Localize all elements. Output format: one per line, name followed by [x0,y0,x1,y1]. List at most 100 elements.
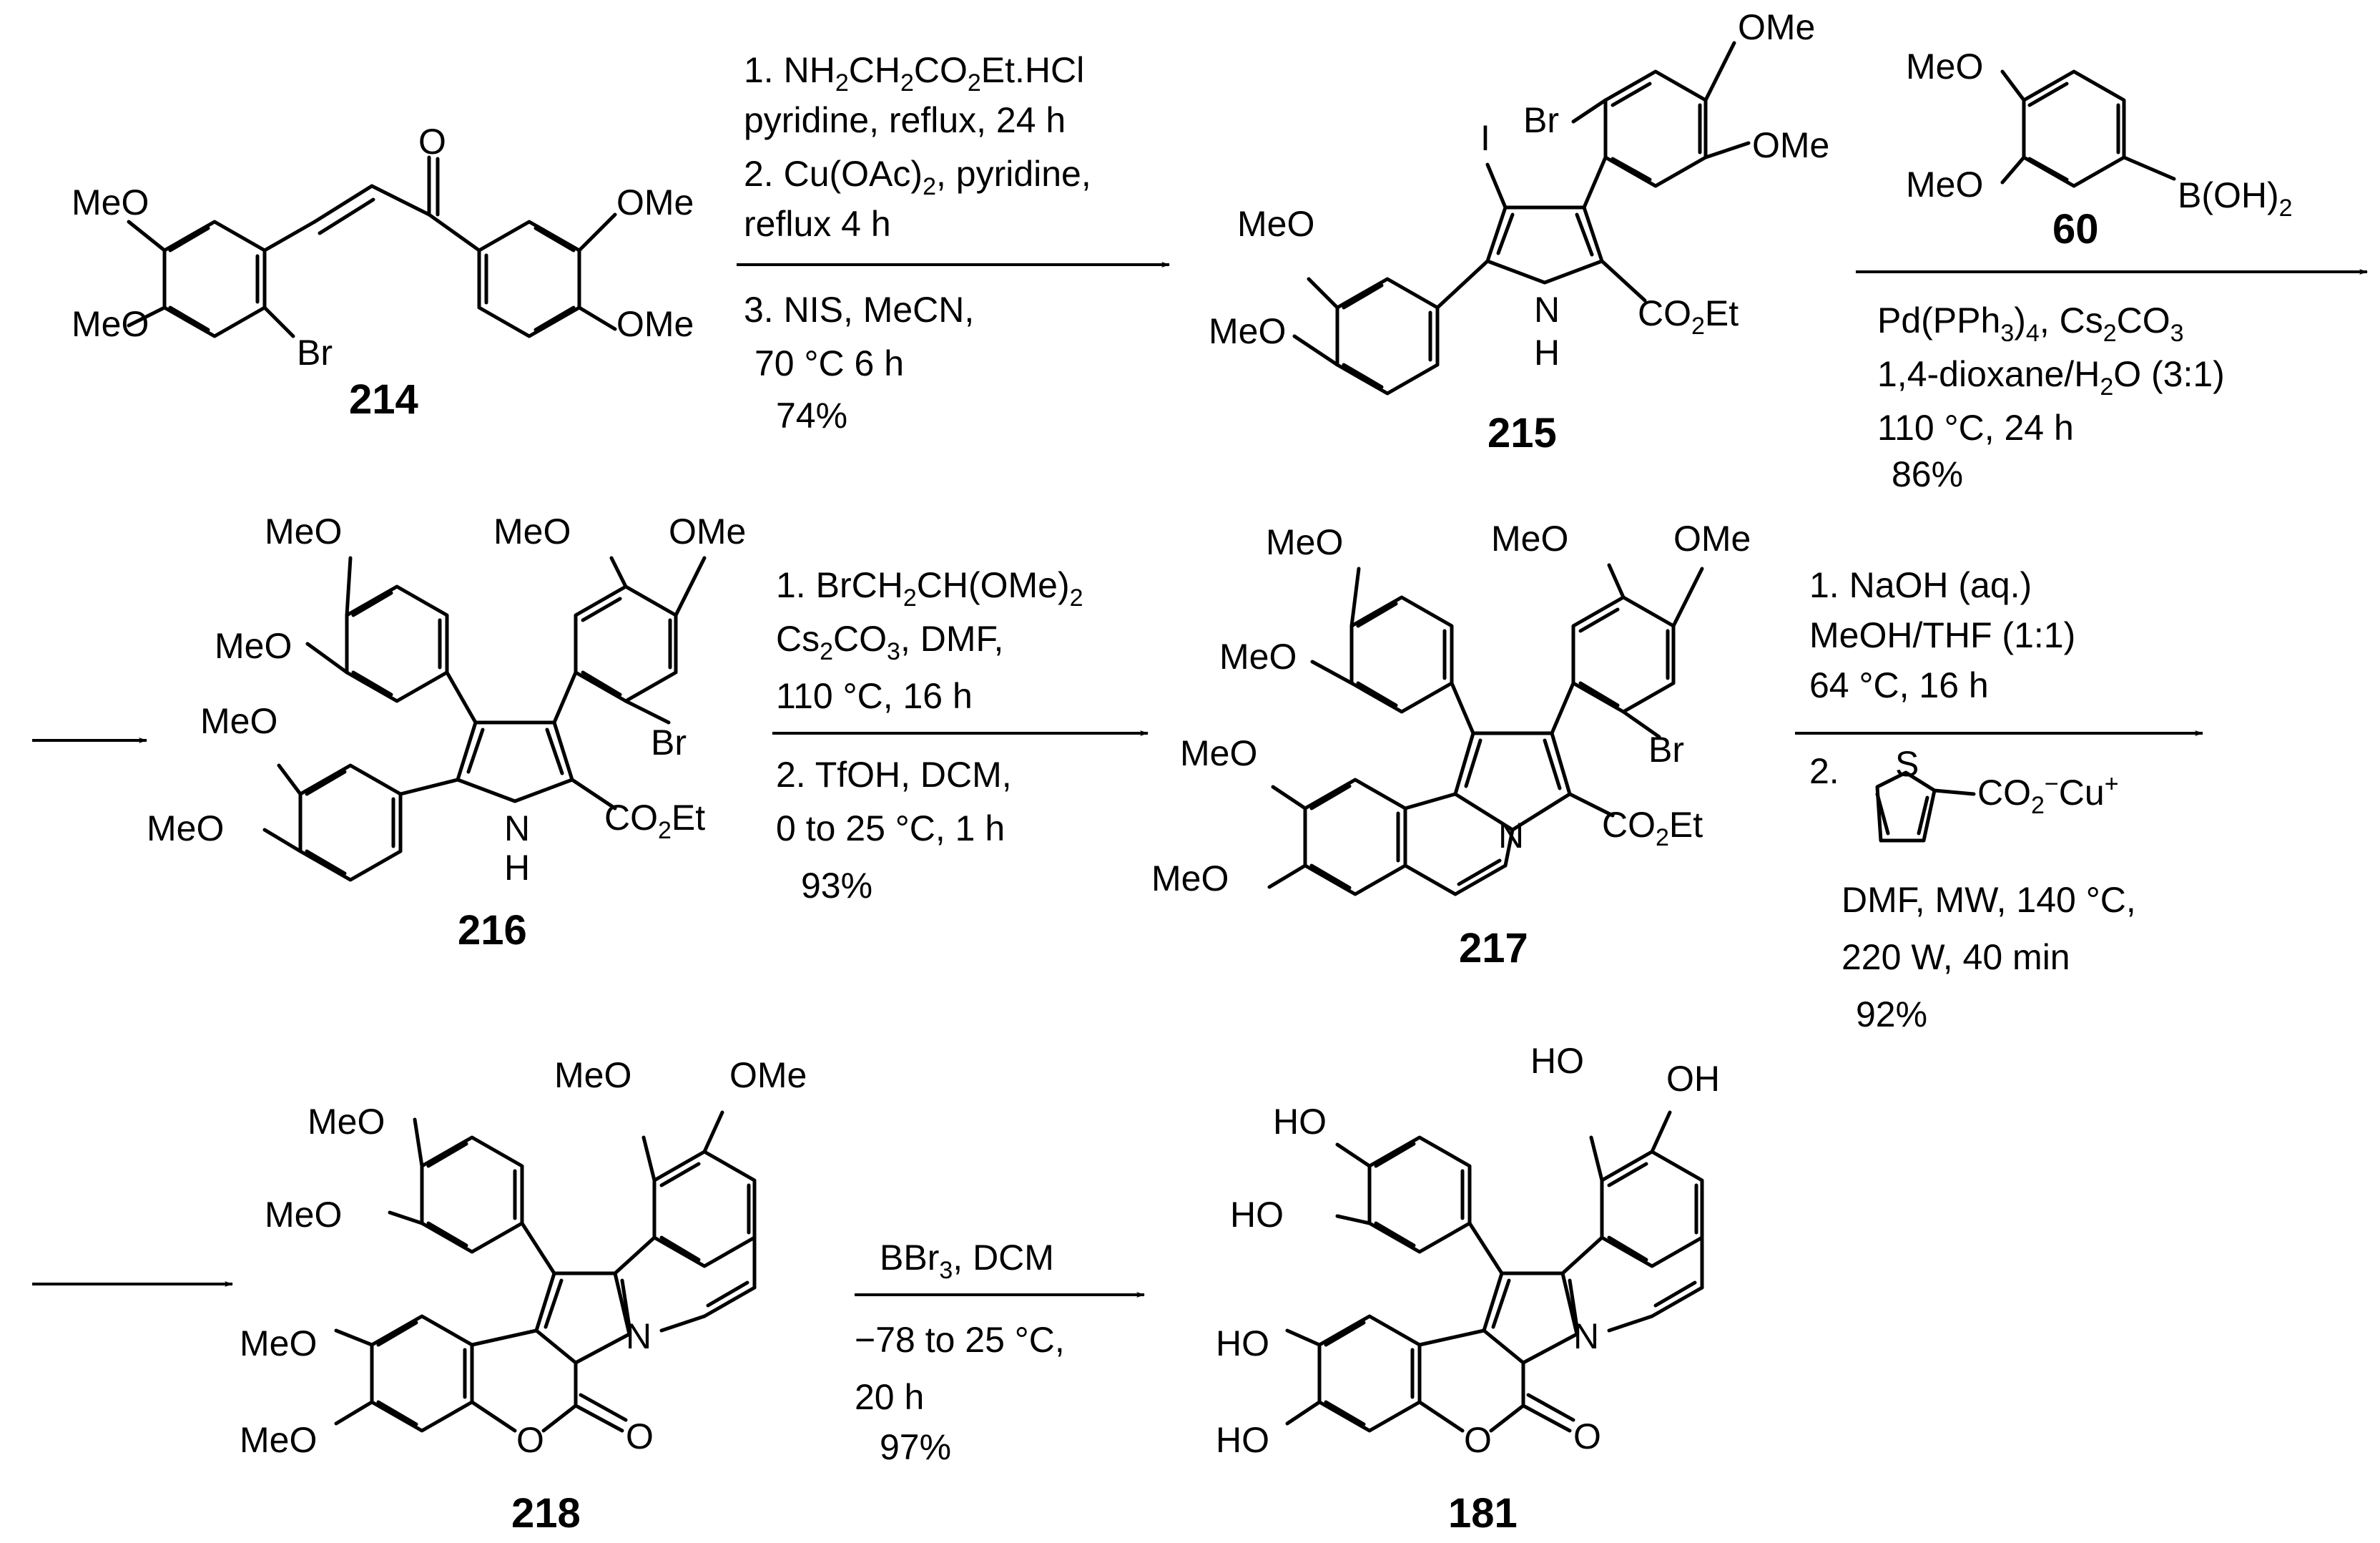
atom-HO: HO [1530,1041,1584,1081]
atom-MeO: MeO [215,626,292,666]
compound-label-215: 215 [1488,410,1557,456]
condition-step4-yield: 92% [1856,994,1927,1034]
atom-O: O [516,1420,544,1460]
atom-OMe: OMe [669,511,746,552]
atom-MeO: MeO [1180,733,1257,773]
condition-step3-line2: Cs2CO3, DMF, [776,619,1003,665]
condition-step5-line2: −78 to 25 °C, [855,1320,1065,1360]
atom-N: N [626,1316,651,1356]
atom-Br: Br [651,722,687,763]
atom-OH: OH [1666,1059,1720,1099]
atom-MeO: MeO [147,808,224,848]
compound-217-structure [1267,563,1704,896]
condition-step1-line6: 70 °C 6 h [754,343,904,383]
atom-N: N [1534,290,1560,330]
atom-N: N [1498,815,1524,856]
atom-Br: Br [1523,100,1559,140]
condition-step2-line3: 110 °C, 24 h [1877,408,2074,448]
atom-MeO: MeO [1209,311,1286,351]
atom-HO: HO [1230,1195,1284,1235]
atom-MeO: MeO [1906,165,1983,205]
condition-step2-yield: 86% [1892,454,1963,494]
compound-label-217: 217 [1459,925,1528,971]
atom-MeO: MeO [1906,46,1983,87]
condition-step2-line2: 1,4-dioxane/H2O (3:1) [1877,354,2225,401]
atom-MeO: MeO [72,182,149,222]
atom-O: O [626,1416,654,1456]
atom-Br: Br [1648,730,1684,770]
condition-step3-yield: 93% [801,866,872,906]
condition-step5-line1: BBr3, DCM [880,1238,1054,1284]
compound-214-structure [127,155,617,338]
group-BOH2: B(OH)2 [2178,175,2293,222]
atom-MeO: MeO [1491,519,1568,559]
atom-HO: HO [1216,1420,1269,1460]
atom-I: I [1480,118,1490,158]
condition-step4-line7: 220 W, 40 min [1841,937,2070,977]
atom-OMe: OMe [729,1055,807,1095]
atom-MeO: MeO [200,701,277,741]
atom-MeO: MeO [1266,522,1343,562]
atom-OMe: OMe [616,304,694,344]
condition-step3-line5: 0 to 25 °C, 1 h [776,808,1005,848]
atom-O: O [1573,1416,1601,1456]
condition-step4-line6: DMF, MW, 140 °C, [1841,880,2136,920]
condition-step5-line3: 20 h [855,1377,924,1417]
compound-215-structure [1292,41,1751,396]
atom-N: N [1573,1316,1599,1356]
compound-216-structure [262,556,707,882]
condition-step1-line2: pyridine, reflux, 24 h [744,100,1066,140]
compound-label-218: 218 [511,1490,581,1537]
atom-OMe: OMe [1738,7,1815,47]
atom-MeO: MeO [240,1420,317,1460]
atom-MeO: MeO [1219,637,1297,677]
atom-HO: HO [1216,1323,1269,1363]
compound-60-structure [2000,69,2176,188]
atom-H: H [504,848,530,888]
condition-step1-line3: 2. Cu(OAc)2, pyridine, [744,154,1091,200]
compound-label-216: 216 [458,907,527,954]
atom-OMe: OMe [1752,125,1829,165]
condition-step4-reagent: CO2−Cu+ [1977,770,2119,819]
condition-step1-line5: 3. NIS, MeCN, [744,290,974,330]
group-CO2Et: CO2Et [1638,293,1739,340]
condition-step4-line4: 2. [1809,751,1839,791]
thiophene-ring [1875,770,1976,843]
atom-MeO: MeO [554,1055,631,1095]
condition-step1-yield: 74% [776,396,847,436]
condition-step5-yield: 97% [880,1427,951,1467]
condition-step4-line3: 64 °C, 16 h [1809,665,1989,705]
condition-step4-line2: MeOH/THF (1:1) [1809,615,2075,655]
atom-H: H [1534,333,1560,373]
compound-label-181: 181 [1448,1490,1518,1537]
atom-N: N [504,808,530,848]
compound-label-214: 214 [349,376,418,423]
compound-label-60: 60 [2052,206,2099,253]
atom-MeO: MeO [1151,858,1229,898]
compound-181-structure [1285,1110,1704,1433]
atom-MeO: MeO [308,1102,385,1142]
condition-step2-line1: Pd(PPh3)4, Cs2CO3 [1877,300,2184,347]
atom-Br: Br [297,333,333,373]
condition-step1-line1: 1. NH2CH2CO2Et.HCl [744,50,1084,97]
condition-step1-line4: reflux 4 h [744,204,891,244]
atom-OMe: OMe [1673,519,1751,559]
atom-MeO: MeO [240,1323,317,1363]
atom-HO: HO [1273,1102,1327,1142]
condition-step3-line3: 110 °C, 16 h [776,676,973,716]
atom-O: O [418,122,446,162]
compound-218-structure [334,1110,757,1433]
atom-MeO: MeO [493,511,571,552]
atom-OMe: OMe [616,182,694,222]
atom-S: S [1895,744,1919,784]
atom-MeO: MeO [265,1195,342,1235]
atom-MeO: MeO [1237,204,1314,244]
condition-step3-line1: 1. BrCH2CH(OMe)2 [776,565,1083,612]
atom-MeO: MeO [72,304,149,344]
atom-MeO: MeO [265,511,342,552]
group-CO2Et: CO2Et [1602,805,1703,851]
group-CO2Et: CO2Et [604,798,705,844]
condition-step4-line1: 1. NaOH (aq.) [1809,565,2032,605]
condition-step3-line4: 2. TfOH, DCM, [776,755,1012,795]
